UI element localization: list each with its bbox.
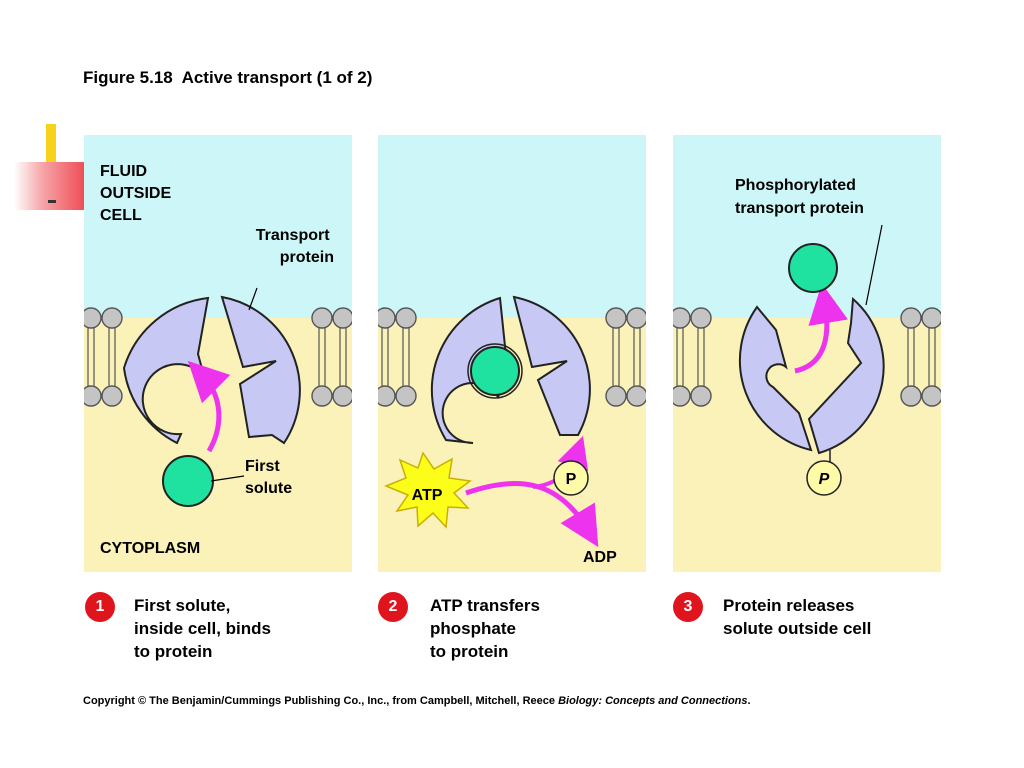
copyright-text: Copyright © The Benjamin/Cummings Publis… [83, 695, 559, 707]
transport-protein-left-half [122, 296, 210, 445]
cytoplasm-region [84, 318, 352, 572]
label-phosphate: P [819, 471, 830, 488]
transport-protein-left-half [738, 305, 813, 452]
protein-pointer-line [248, 287, 258, 311]
step-2-badge: 2 [378, 592, 408, 622]
release-arrow [794, 283, 848, 374]
slide-accent-bar [46, 124, 56, 162]
label-phosphate: P [566, 471, 577, 488]
phosphate-group [806, 460, 842, 496]
solute-pointer-line [210, 475, 245, 482]
transport-protein-right-half [807, 296, 885, 455]
label-cytoplasm: CYTOPLASM [100, 540, 200, 557]
step-3-badge: 3 [673, 592, 703, 622]
extracellular-fluid [84, 135, 352, 318]
panel-1-solute-binding: FLUID OUTSIDE CELL Transport protein Fir… [84, 135, 352, 572]
phosphate-group [553, 460, 589, 496]
extracellular-fluid [378, 135, 646, 318]
label-first-solute: First solute [245, 458, 292, 497]
transport-protein-right-half [220, 295, 301, 445]
slide-accent-dash [48, 200, 56, 203]
panel-3-solute-release: P Phosphorylated transport protein [673, 135, 941, 572]
label-atp: ATP [412, 487, 443, 504]
panel-2-phosphorylation: ATP P ADP [378, 135, 646, 572]
step-3-caption: Protein releases solute outside cell [723, 596, 872, 638]
first-solute-molecule [162, 455, 214, 507]
atp-burst-shape [384, 451, 472, 529]
binding-arrow [187, 360, 231, 453]
copyright-period: . [747, 695, 751, 707]
step-1-badge: 1 [85, 592, 115, 622]
copyright-book-title: Biology: Concepts and Connections [558, 695, 748, 707]
protein-pointer-line [865, 224, 883, 306]
label-transport-protein: Transport protein [256, 227, 334, 266]
label-adp: ADP [583, 549, 617, 566]
released-solute-molecule [788, 243, 838, 293]
step-2-caption: ATP transfers phosphate to protein [430, 596, 540, 661]
bound-solute-molecule [470, 346, 520, 396]
figure-title: Figure 5.18 Active transport (1 of 2) [83, 68, 373, 87]
copyright-line: Copyright © The Benjamin/Cummings Publis… [83, 695, 751, 707]
label-phosphorylated-transport-protein: Phosphorylated transport protein [735, 177, 864, 217]
transport-protein-right-half [512, 295, 591, 436]
step-1-caption: First solute, inside cell, binds to prot… [134, 596, 271, 661]
label-fluid-outside-cell: FLUID OUTSIDE CELL [100, 163, 176, 224]
